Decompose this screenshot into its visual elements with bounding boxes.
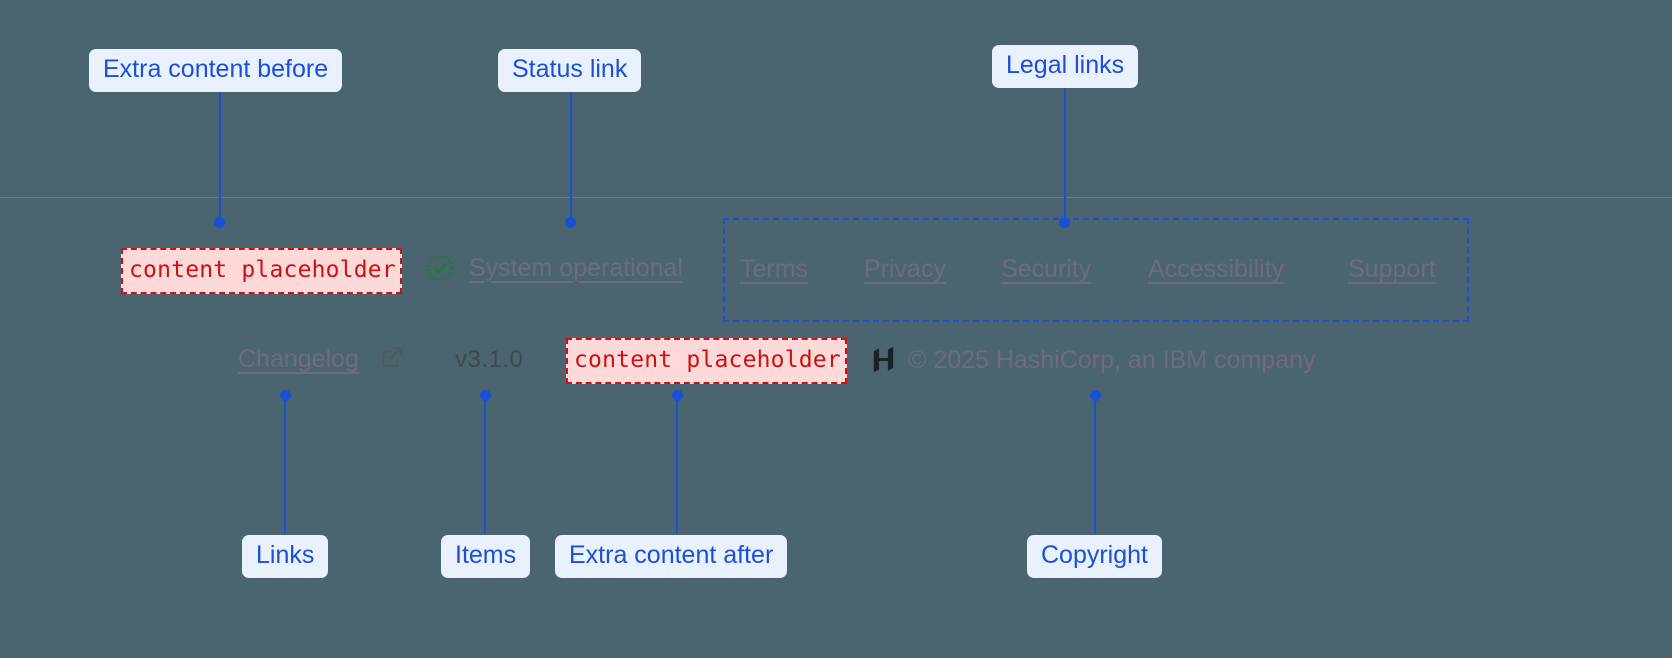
legal-link-accessibility[interactable]: Accessibility	[1148, 255, 1285, 283]
callout-copyright: Copyright	[1027, 535, 1162, 578]
external-link-icon	[379, 344, 405, 370]
hashicorp-logo	[868, 343, 899, 376]
callout-extra-content-before: Extra content before	[89, 49, 343, 92]
footer-divider	[0, 197, 1672, 198]
changelog-link[interactable]: Changelog	[238, 345, 359, 373]
leader-dot-items	[480, 390, 491, 401]
leader-dot-status	[565, 217, 576, 228]
leader-dot-extra-before	[214, 217, 225, 228]
callout-status-link: Status link	[498, 49, 642, 92]
legal-links-highlight-box	[723, 218, 1469, 322]
leader-dot-links	[280, 390, 291, 401]
leader-line-items	[484, 396, 486, 534]
callout-links: Links	[242, 535, 329, 578]
leader-line-links	[284, 396, 286, 534]
legal-link-privacy[interactable]: Privacy	[864, 255, 946, 283]
leader-line-legal	[1064, 88, 1066, 222]
leader-dot-extra-after	[672, 390, 683, 401]
legal-link-terms[interactable]: Terms	[740, 255, 809, 283]
version-label: v3.1.0	[455, 346, 524, 373]
leader-line-extra-after	[676, 396, 678, 534]
status-link[interactable]: System operational	[425, 253, 683, 283]
extra-content-before-slot: content placeholder	[121, 248, 402, 294]
leader-line-extra-before	[219, 92, 221, 222]
check-circle-icon	[425, 253, 455, 283]
status-link-label: System operational	[469, 253, 684, 282]
legal-link-security[interactable]: Security	[1001, 255, 1092, 283]
callout-legal-links: Legal links	[992, 45, 1139, 88]
copyright-text: © 2025 HashiCorp, an IBM company	[908, 346, 1316, 374]
extra-content-after-slot: content placeholder	[566, 338, 847, 384]
leader-dot-copyright	[1090, 390, 1101, 401]
leader-line-copyright	[1094, 396, 1096, 534]
callout-items: Items	[441, 535, 531, 578]
callout-extra-content-after: Extra content after	[555, 535, 788, 578]
leader-line-status	[570, 92, 572, 222]
leader-dot-legal	[1059, 217, 1070, 228]
legal-link-support[interactable]: Support	[1348, 255, 1436, 283]
